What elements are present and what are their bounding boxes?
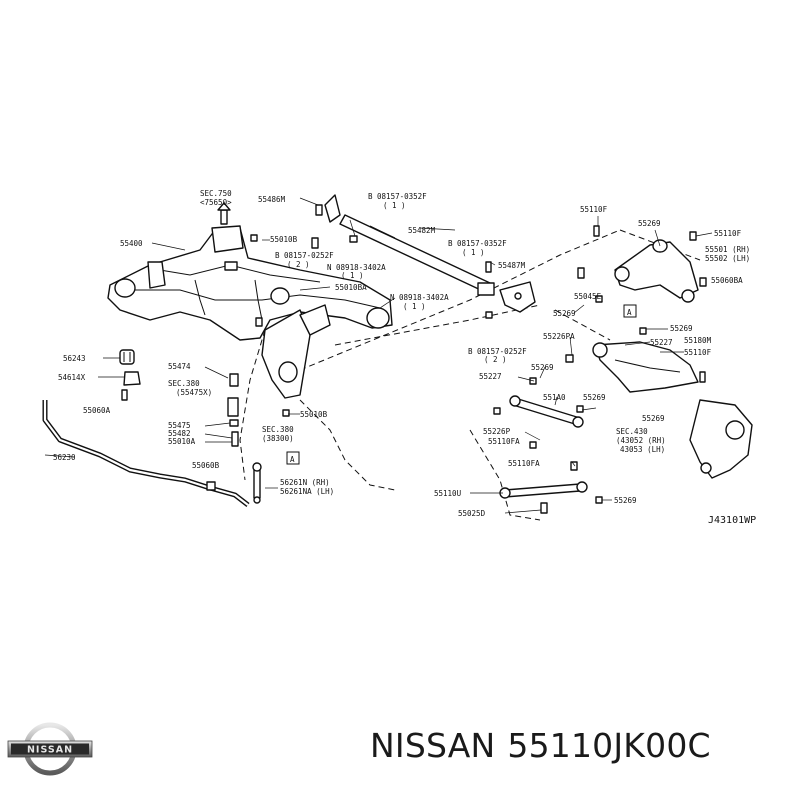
label-55486M: 55486M [258,195,286,204]
label-551A0: 551A0 [543,393,566,402]
label-qty1-a: ( 1 ) [383,201,406,210]
lateral-link-551A0 [509,395,584,428]
label-55269-c: 55269 [531,363,554,372]
ref-box-a-right [623,304,637,318]
label-55269-e: 55269 [642,414,665,423]
label-55269-top: 55269 [638,219,661,228]
label-sec380-a-ref: (55475X) [176,388,212,397]
label-55110F-top: 55110F [580,205,608,214]
label-43053: 43053 (LH) [620,445,665,454]
label-sec380-b: SEC.380 [262,425,294,434]
label-55227-r: 55227 [650,338,673,347]
label-55025D: 55025D [458,509,486,518]
label-55060B: 55060B [192,461,220,470]
label-55110F-r2: 55110F [684,348,712,357]
label-55227-l: 55227 [479,372,502,381]
label-55226P: 55226P [483,427,511,436]
label-55226PA: 55226PA [543,332,575,341]
part-callouts: SEC.750 <75650> 55400 55010B 55486M B 08… [53,189,750,518]
label-55502: 55502 (LH) [705,254,750,263]
label-54614X: 54614X [58,373,86,382]
label-08157-0352F-a: B 08157-0352F [368,192,427,201]
label-55269-r2: 55269 [670,324,693,333]
label-55060A-a: 55060A [83,406,111,415]
label-55474: 55474 [168,362,191,371]
label-08157-0252F-b: B 08157-0252F [468,347,527,356]
label-56243: 56243 [63,354,86,363]
label-55010A: 55010A [168,437,196,446]
label-56261N: 56261N (RH) [280,478,330,487]
fasteners [121,202,707,514]
label-sec380-a: SEC.380 [168,379,200,388]
label-qty1-b: ( 1 ) [341,271,364,280]
ref-box-a-left-label: A [290,455,295,464]
stabilizer-bar [42,400,250,507]
label-55269-mid: 55269 [553,309,576,318]
label-qty2-b: ( 2 ) [484,355,507,364]
label-55110U: 55110U [434,489,461,498]
label-sec430: SEC.430 [616,427,648,436]
label-56230: 56230 [53,453,76,462]
leader-lines [44,197,713,514]
caption-brand: NISSAN [370,726,496,765]
label-55010B-a: 55010B [270,235,298,244]
label-sec750-ref: <75650> [200,198,232,207]
label-55010B-b: 55010B [300,410,328,419]
center-bracket [261,304,331,399]
label-55045E: 55045E [574,292,602,301]
label-08157-0352F-b: B 08157-0352F [448,239,507,248]
label-55110F-r: 55110F [714,229,742,238]
label-55110FA-b: 55110FA [508,459,540,468]
caption-part-number: 55110JK00C [507,726,711,765]
label-43052: (43052 (RH) [616,436,666,445]
label-qty1-d: ( 1 ) [403,302,426,311]
label-55269-f: 55269 [614,496,637,505]
label-55269-d: 55269 [583,393,606,402]
label-08918-3402A-a: N 08918-3402A [327,263,386,272]
label-55180M: 55180M [684,336,712,345]
rear-knuckle [689,399,753,479]
label-56261NA: 56261NA (LH) [280,487,334,496]
label-08918-3402A-b: N 08918-3402A [390,293,449,302]
logo-wordmark: NISSAN [27,745,73,756]
label-qty1-c: ( 1 ) [462,248,485,257]
label-55110FA-a: 55110FA [488,437,520,446]
label-sec380-b-ref: (38300) [262,434,294,443]
ref-box-a-right-label: A [627,308,632,317]
label-08157-0252F-a: B 08157-0252F [275,251,334,260]
lower-arm [592,341,699,393]
label-55487M: 55487M [498,261,526,270]
label-55501: 55501 (RH) [705,245,750,254]
toe-link-55110U [499,481,588,499]
nissan-logo: NISSAN [7,722,93,776]
label-55475: 55475 [168,421,191,430]
part-caption: NISSAN 55110JK00C [370,726,723,765]
label-55400: 55400 [120,239,143,248]
label-55482M: 55482M [408,226,436,235]
bracket-55487M [499,281,536,313]
stabilizer-link [252,462,262,504]
label-55482: 55482 [168,429,191,438]
ref-box-a-left [286,451,300,465]
stabilizer-bushing [119,349,141,386]
label-sec750: SEC.750 [200,189,232,198]
label-55010BA: 55010BA [335,283,367,292]
diagram-code: J43101WP [708,515,756,526]
upper-arm [614,239,699,303]
upper-link-rod [324,194,495,296]
label-qty2-a: ( 2 ) [287,260,310,269]
label-55060BA: 55060BA [711,276,743,285]
